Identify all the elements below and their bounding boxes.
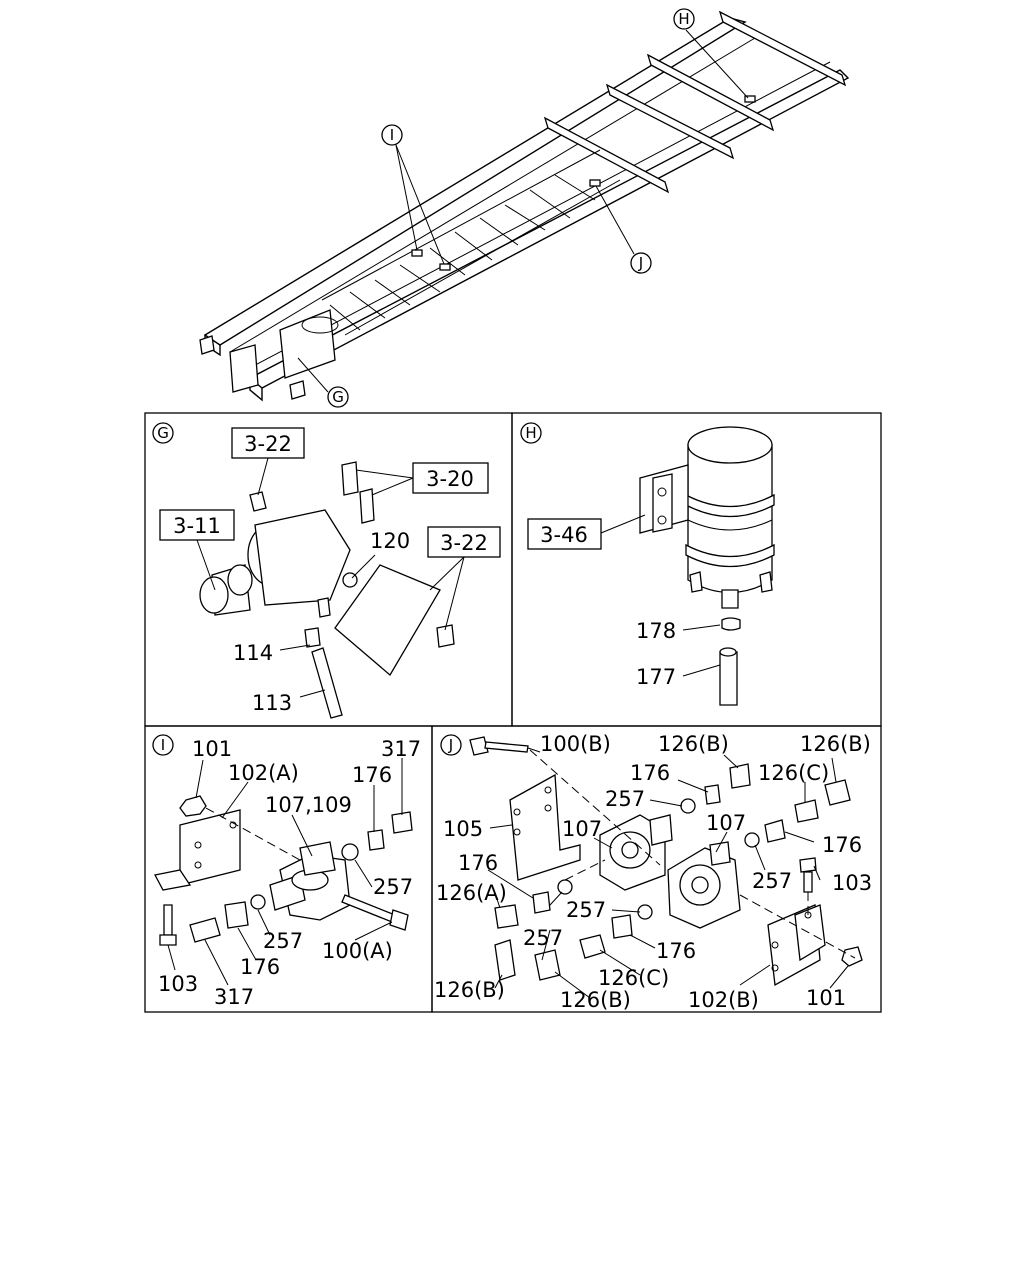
callout-i-circle <box>381 124 403 146</box>
label-100b: 100(B) <box>540 732 611 756</box>
panel-h-letter: H <box>525 424 536 442</box>
panel-j: J <box>434 732 872 1012</box>
label-176-low: 176 <box>656 939 696 963</box>
label-176-left: 176 <box>458 851 498 875</box>
label-126b-low: 126(B) <box>560 988 631 1012</box>
label-317-bottom: 317 <box>214 985 254 1009</box>
callout-j: J <box>638 254 643 272</box>
ref-box-3-22-b <box>427 526 501 558</box>
ref-3-22-b: 3-22 <box>440 531 488 555</box>
chassis-frame-overview: H I J G <box>199 8 850 408</box>
label-257-low: 257 <box>523 926 563 950</box>
label-257-left: 257 <box>263 929 303 953</box>
label-176-right: 176 <box>822 833 862 857</box>
label-126b-low-left: 126(B) <box>434 978 505 1002</box>
ref-box-3-46 <box>527 518 602 550</box>
label-113: 113 <box>252 691 292 715</box>
ref-3-46: 3-46 <box>540 523 588 547</box>
label-126c-low: 126(C) <box>598 966 669 990</box>
panel-g-letter: G <box>157 424 169 442</box>
label-100a: 100(A) <box>322 939 393 963</box>
panel-g: G 3-22 3-20 3-11 3-22 <box>152 422 501 719</box>
label-107-109: 107,109 <box>265 793 352 817</box>
label-101: 101 <box>806 986 846 1010</box>
label-126b-top-left: 126(B) <box>658 732 729 756</box>
ref-box-3-20 <box>412 462 489 494</box>
label-257-right: 257 <box>373 875 413 899</box>
label-126b-top-right: 126(B) <box>800 732 871 756</box>
ref-box-3-11 <box>159 509 235 541</box>
panel-i-letter: I <box>161 736 165 754</box>
label-102a: 102(A) <box>228 761 299 785</box>
label-103: 103 <box>832 871 872 895</box>
label-177: 177 <box>636 665 676 689</box>
ref-3-22-a: 3-22 <box>244 432 292 456</box>
label-176-top: 176 <box>352 763 392 787</box>
label-178: 178 <box>636 619 676 643</box>
label-126a: 126(A) <box>436 881 507 905</box>
callout-g: G <box>332 388 344 406</box>
panel-h: H 3-46 178 177 <box>520 422 775 706</box>
label-257-mid: 257 <box>566 898 606 922</box>
callout-g-circle <box>327 386 349 408</box>
callout-i: I <box>390 126 394 144</box>
label-120: 120 <box>370 529 410 553</box>
label-257-mid-right: 257 <box>752 869 792 893</box>
callout-h-circle <box>673 8 695 30</box>
label-317-top: 317 <box>381 737 421 761</box>
panel-j-letter: J <box>448 736 453 754</box>
label-126c-top: 126(C) <box>758 761 829 785</box>
label-176-top: 176 <box>630 761 670 785</box>
label-176-bottom: 176 <box>240 955 280 979</box>
ref-3-11: 3-11 <box>173 514 221 538</box>
callout-h: H <box>678 10 689 28</box>
label-114: 114 <box>233 641 273 665</box>
panel-i: I <box>152 734 421 1009</box>
callout-j-circle <box>630 252 652 274</box>
label-103: 103 <box>158 972 198 996</box>
label-105: 105 <box>443 817 483 841</box>
label-101: 101 <box>192 737 232 761</box>
label-107-right: 107 <box>706 811 746 835</box>
label-107-left: 107 <box>562 817 602 841</box>
panel-j-frame <box>431 725 882 1013</box>
ref-3-20: 3-20 <box>426 467 474 491</box>
label-257-top: 257 <box>605 787 645 811</box>
label-102b: 102(B) <box>688 988 759 1012</box>
